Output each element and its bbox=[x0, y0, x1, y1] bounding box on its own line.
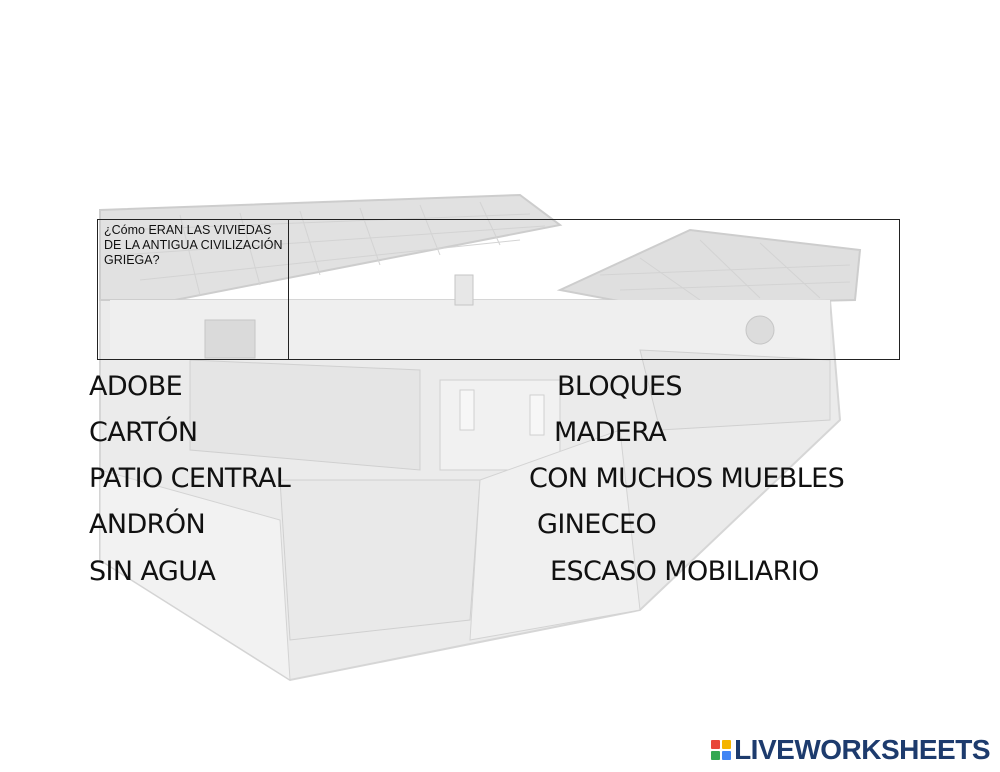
option-carton[interactable]: CARTÓN bbox=[89, 417, 198, 448]
option-andron[interactable]: ANDRÓN bbox=[89, 509, 206, 540]
option-gineceo[interactable]: GINECEO bbox=[537, 509, 657, 540]
option-sin-agua[interactable]: SIN AGUA bbox=[89, 556, 216, 587]
logo-text: LIVEWORKSHEETS bbox=[734, 734, 990, 765]
logo-blocks-icon bbox=[711, 740, 732, 760]
question-text: ¿Cómo ERAN LAS VIVIEDAS DE LA ANTIGUA CI… bbox=[104, 223, 283, 267]
option-adobe[interactable]: ADOBE bbox=[89, 371, 183, 402]
option-madera[interactable]: MADERA bbox=[554, 417, 667, 448]
answer-cell[interactable] bbox=[289, 220, 899, 359]
option-escaso-mobiliario[interactable]: ESCASO MOBILIARIO bbox=[550, 556, 819, 587]
option-bloques[interactable]: BLOQUES bbox=[557, 371, 682, 402]
question-table: ¿Cómo ERAN LAS VIVIEDAS DE LA ANTIGUA CI… bbox=[97, 219, 900, 360]
option-patio-central[interactable]: PATIO CENTRAL bbox=[89, 463, 291, 494]
table-divider bbox=[288, 220, 289, 359]
liveworksheets-logo: LIVEWORKSHEETS bbox=[711, 734, 990, 766]
option-con-muchos-muebles[interactable]: CON MUCHOS MUEBLES bbox=[529, 463, 845, 494]
